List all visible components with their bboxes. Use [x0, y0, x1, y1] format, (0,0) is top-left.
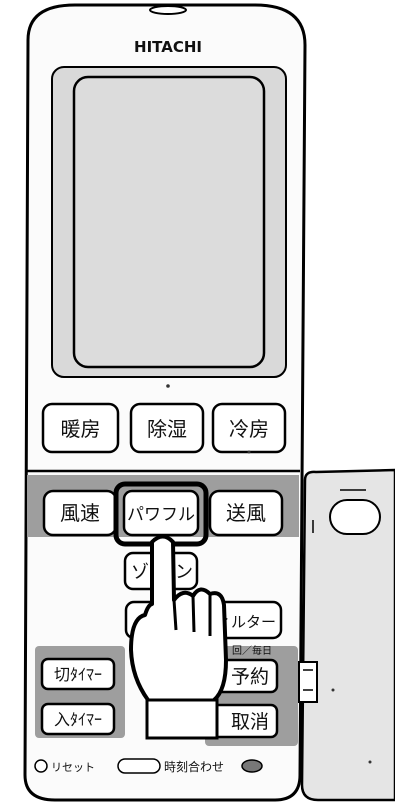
- powerful-label: パワフル: [127, 505, 195, 525]
- heating-label: 暖房: [61, 417, 101, 441]
- dehumidify-button[interactable]: 除湿: [129, 402, 205, 454]
- dehumidify-label: 除湿: [147, 417, 187, 441]
- air-blow-button[interactable]: 送風: [208, 489, 284, 537]
- reserve-label: 予約: [231, 666, 269, 688]
- ir-emitter: [149, 5, 187, 15]
- time-set-label: 時刻合わせ: [164, 759, 224, 774]
- cancel-label: 取消: [231, 711, 269, 733]
- lcd-display: [72, 75, 266, 369]
- hand-cuff: [145, 698, 219, 740]
- zone-label-right: ン: [175, 562, 193, 583]
- lid-hinge: [298, 661, 318, 703]
- reset-label: リセット: [51, 761, 95, 774]
- status-dot: [166, 384, 170, 388]
- remote-lid: [300, 468, 395, 802]
- brand-logo: HITACHI: [134, 38, 202, 56]
- cooling-button[interactable]: 冷房: [211, 402, 287, 454]
- filter-label: ィルター: [216, 613, 276, 631]
- zone-label-left: ゾ: [131, 562, 149, 583]
- time-set-button[interactable]: 時刻合わせ: [117, 758, 224, 774]
- cooling-label: 冷房: [229, 417, 269, 441]
- off-timer-button[interactable]: 切ﾀｲﾏｰ: [40, 657, 116, 691]
- fan-speed-button[interactable]: 風速: [42, 489, 118, 537]
- heating-button[interactable]: 暖房: [41, 402, 120, 454]
- light-button[interactable]: [241, 759, 263, 773]
- filter-button[interactable]: ィルター: [207, 600, 283, 640]
- fan-speed-label: 風速: [60, 501, 100, 525]
- schedule-note: 回／毎日: [232, 644, 272, 657]
- air-blow-label: 送風: [226, 501, 266, 525]
- off-timer-label: 切ﾀｲﾏｰ: [54, 665, 102, 684]
- on-timer-label: 入ﾀｲﾏｰ: [54, 710, 102, 729]
- lid-clasp: [329, 499, 381, 535]
- on-timer-button[interactable]: 入ﾀｲﾏｰ: [40, 702, 116, 736]
- reset-button[interactable]: リセット: [34, 759, 95, 774]
- hand-pointer-icon: [129, 534, 228, 740]
